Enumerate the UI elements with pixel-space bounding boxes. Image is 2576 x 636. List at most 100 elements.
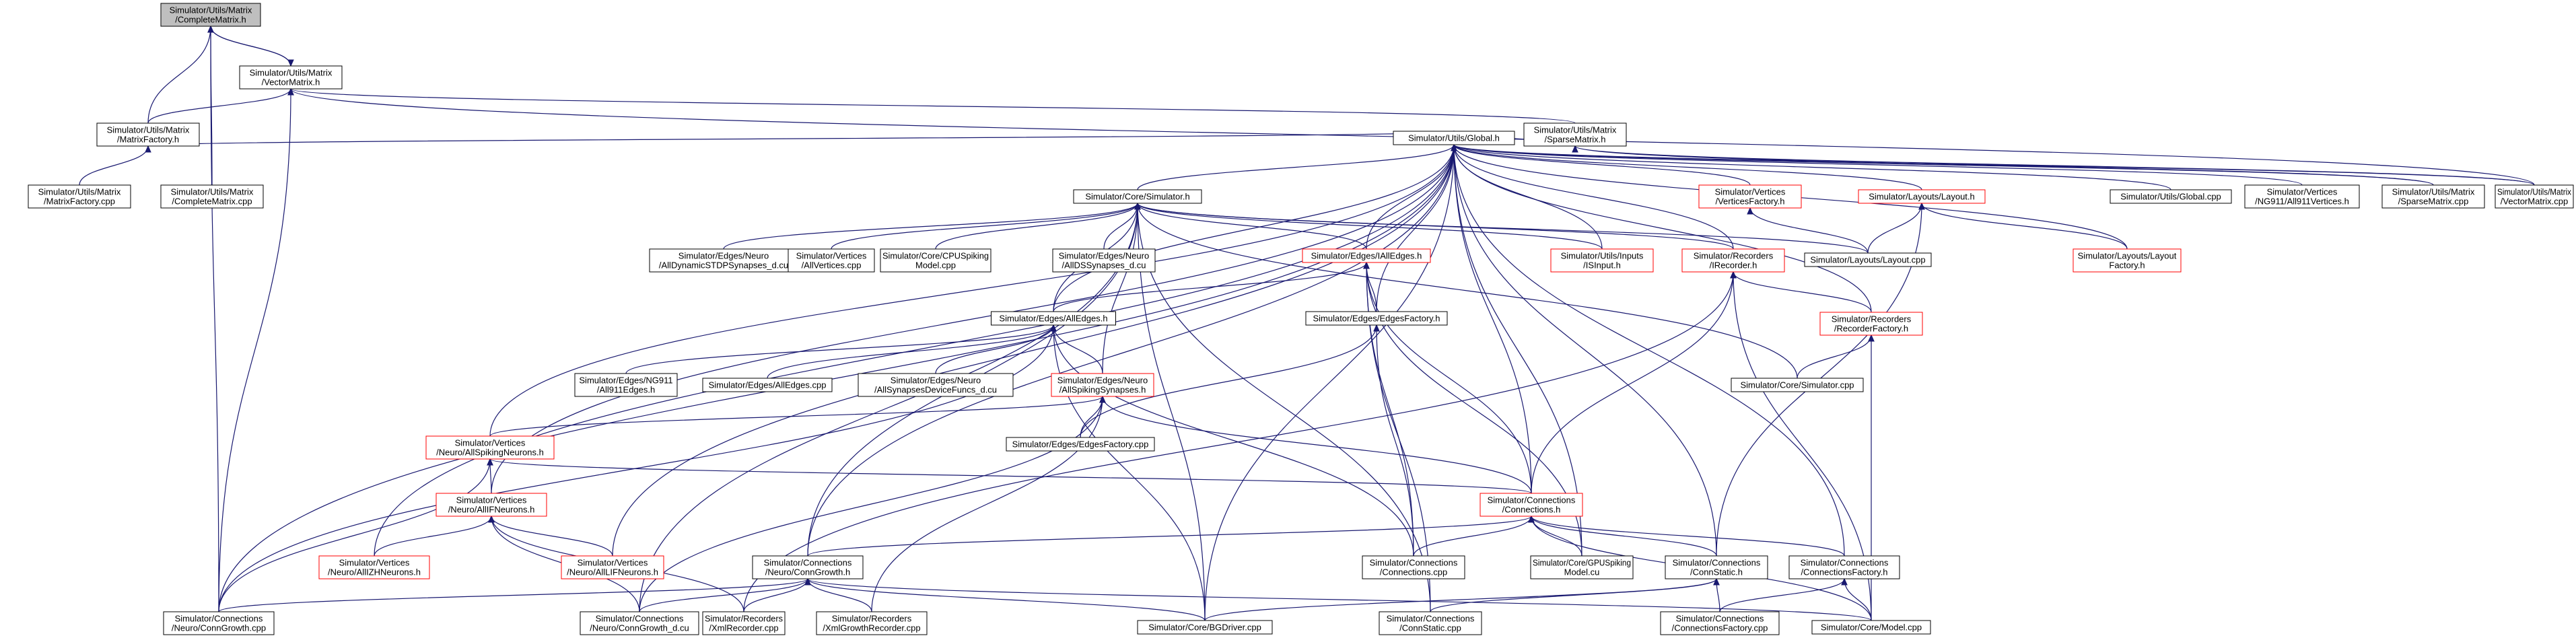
node-sim-cpp[interactable]: Simulator/Core/Simulator.cpp bbox=[1731, 378, 1864, 392]
node-bgdriver-cpp[interactable]: Simulator/Core/BGDriver.cpp bbox=[1137, 620, 1273, 635]
edge-line bbox=[489, 458, 1532, 494]
edge-line bbox=[1137, 203, 1431, 612]
edge-mfactory_h-to-complete_h bbox=[147, 25, 214, 124]
edge-line bbox=[807, 516, 1532, 557]
node-xmlrec-cpp[interactable]: Simulator/Recorders/XmlRecorder.cpp bbox=[702, 611, 786, 635]
edge-line bbox=[1719, 578, 1845, 612]
node-ng911v-cpp[interactable]: Simulator/Vertices/NG911/All911Vertices.… bbox=[2244, 184, 2360, 209]
node-allds-cu[interactable]: Simulator/Edges/Neuro/AllDSSynapses_d.cu bbox=[1052, 248, 1156, 273]
edge-arrowhead bbox=[1747, 207, 1753, 215]
node-box bbox=[1362, 555, 1465, 579]
edge-conngrowth_cu-to-simulator_h bbox=[639, 202, 1141, 612]
node-layout-cpp[interactable]: Simulator/Layouts/Layout.cpp bbox=[1804, 252, 1932, 267]
node-box bbox=[702, 378, 833, 392]
node-sparse-h[interactable]: Simulator/Utils/Matrix/SparseMatrix.h bbox=[1523, 122, 1627, 147]
node-model-cpp[interactable]: Simulator/Core/Model.cpp bbox=[1811, 620, 1931, 635]
node-conngrowth-cu[interactable]: Simulator/Connections/Neuro/ConnGrowth_d… bbox=[580, 611, 699, 635]
node-label-line: /Neuro/ConnGrowth.cpp bbox=[172, 623, 266, 633]
node-irecorder-h[interactable]: Simulator/Recorders/IRecorder.h bbox=[1681, 248, 1785, 273]
node-alledges-cpp[interactable]: Simulator/Edges/AllEdges.cpp bbox=[702, 378, 833, 392]
node-devfuncs-cu[interactable]: Simulator/Edges/Neuro/AllSynapsesDeviceF… bbox=[858, 373, 1014, 397]
node-box bbox=[788, 248, 875, 273]
edge-arrowhead bbox=[487, 458, 493, 466]
node-vector-cpp[interactable]: Simulator/Utils/Matrix/VectorMatrix.cpp bbox=[2495, 184, 2574, 209]
node-allspikingsyn-h[interactable]: Simulator/Edges/Neuro/AllSpikingSynapses… bbox=[1051, 373, 1154, 397]
node-global-cpp[interactable]: Simulator/Utils/Global.cpp bbox=[2110, 189, 2232, 204]
node-xmlgrowth-cpp[interactable]: Simulator/Recorders/XmlGrowthRecorder.cp… bbox=[816, 611, 928, 635]
node-label-line: Simulator/Recorders bbox=[1694, 251, 1774, 261]
edge-line bbox=[374, 144, 1455, 557]
node-allizh-h[interactable]: Simulator/Vertices/Neuro/AllIZHNeurons.h bbox=[318, 555, 430, 579]
edge-line bbox=[767, 324, 1054, 379]
node-label-line: Simulator/Recorders bbox=[1832, 314, 1912, 324]
node-vector-h[interactable]: Simulator/Utils/Matrix/VectorMatrix.h bbox=[239, 65, 343, 90]
node-label-line: /XmlRecorder.cpp bbox=[709, 623, 778, 633]
node-efactory-cpp[interactable]: Simulator/Edges/EdgesFactory.cpp bbox=[1006, 437, 1155, 452]
node-label-line: Simulator/Layouts/Layout.cpp bbox=[1810, 255, 1925, 265]
edge-arrowhead bbox=[1713, 577, 1720, 586]
node-label-line: Simulator/Vertices bbox=[339, 558, 410, 568]
node-box bbox=[880, 248, 991, 273]
node-label-line: /ConnStatic.cpp bbox=[1399, 623, 1461, 633]
node-cfactory-cpp[interactable]: Simulator/Connections/ConnectionsFactory… bbox=[1660, 611, 1780, 635]
node-allif-h[interactable]: Simulator/Vertices/Neuro/AllIFNeurons.h bbox=[436, 493, 547, 517]
edge-line bbox=[639, 578, 808, 612]
node-simulator-h[interactable]: Simulator/Core/Simulator.h bbox=[1073, 189, 1202, 204]
node-label-line: Simulator/Utils/Matrix bbox=[107, 125, 190, 135]
edge-connstatic_cpp-to-simulator_h bbox=[1134, 202, 1431, 612]
edge-sim_cpp-to-rfactory_h bbox=[1797, 334, 1875, 379]
edge-line bbox=[1366, 262, 1431, 612]
node-label-line: Simulator/Connections bbox=[596, 614, 684, 624]
node-box bbox=[1665, 555, 1768, 579]
node-cfactory-h[interactable]: Simulator/Connections/ConnectionsFactory… bbox=[1788, 555, 1900, 579]
node-sparse-cpp[interactable]: Simulator/Utils/Matrix/SparseMatrix.cpp bbox=[2381, 184, 2485, 209]
node-label-line: Simulator/Utils/Inputs bbox=[1561, 251, 1644, 261]
node-connstatic-h[interactable]: Simulator/Connections/ConnStatic.h bbox=[1665, 555, 1768, 579]
node-vfactory-h[interactable]: Simulator/Vertices/VerticesFactory.h bbox=[1698, 184, 1802, 209]
edge-line bbox=[1531, 516, 1582, 557]
node-box bbox=[160, 3, 261, 27]
node-mfactory-cpp[interactable]: Simulator/Utils/Matrix/MatrixFactory.cpp bbox=[28, 184, 131, 209]
node-complete-cpp[interactable]: Simulator/Utils/Matrix/CompleteMatrix.cp… bbox=[160, 184, 264, 209]
edge-model_cpp-to-conngrowth_h bbox=[804, 577, 1872, 621]
edge-line bbox=[1453, 144, 1717, 557]
edge-layout_h-to-global_h bbox=[1451, 143, 1922, 190]
node-ng911e-h[interactable]: Simulator/Edges/NG911/All911Edges.h bbox=[574, 373, 678, 397]
node-connstatic-cpp[interactable]: Simulator/Connections/ConnStatic.cpp bbox=[1379, 611, 1482, 635]
node-label-line: /CompleteMatrix.cpp bbox=[172, 197, 252, 207]
edge-line bbox=[218, 578, 808, 612]
node-box bbox=[752, 555, 864, 579]
node-label-line: Simulator/Utils/Global.cpp bbox=[2120, 192, 2221, 202]
edge-line bbox=[1103, 203, 1138, 250]
node-mfactory-h[interactable]: Simulator/Utils/Matrix/MatrixFactory.h bbox=[96, 122, 200, 147]
node-box bbox=[1480, 493, 1583, 517]
node-conngrowth-cpp[interactable]: Simulator/Connections/Neuro/ConnGrowth.c… bbox=[163, 611, 275, 635]
node-allspikingneu-h[interactable]: Simulator/Vertices/Neuro/AllSpikingNeuro… bbox=[425, 435, 555, 460]
node-label-line: /NG911/All911Vertices.h bbox=[2255, 197, 2349, 207]
node-allv-cpp[interactable]: Simulator/Vertices/AllVertices.cpp bbox=[788, 248, 875, 273]
node-efactory-h[interactable]: Simulator/Edges/EdgesFactory.h bbox=[1305, 311, 1448, 326]
node-global-h[interactable]: Simulator/Utils/Global.h bbox=[1393, 131, 1515, 145]
node-label-line: /MatrixFactory.cpp bbox=[44, 197, 115, 207]
node-alllif-h[interactable]: Simulator/Vertices/Neuro/AllLIFNeurons.h bbox=[561, 555, 664, 579]
node-dyn-cu[interactable]: Simulator/Edges/Neuro/AllDynamicSTDPSyna… bbox=[649, 248, 798, 273]
node-connections-h[interactable]: Simulator/Connections/Connections.h bbox=[1480, 493, 1583, 517]
edge-line bbox=[807, 578, 1872, 621]
node-isinput-h[interactable]: Simulator/Utils/Inputs/ISInput.h bbox=[1550, 248, 1654, 273]
node-alledges-h[interactable]: Simulator/Edges/AllEdges.h bbox=[991, 311, 1116, 326]
node-rfactory-h[interactable]: Simulator/Recorders/RecorderFactory.h bbox=[1819, 312, 1923, 336]
node-label-line: Simulator/Edges/EdgesFactory.h bbox=[1313, 314, 1440, 324]
node-iall-h[interactable]: Simulator/Edges/IAllEdges.h bbox=[1302, 248, 1431, 263]
edge-line bbox=[1574, 145, 2434, 186]
node-connections-cpp[interactable]: Simulator/Connections/Connections.cpp bbox=[1362, 555, 1465, 579]
node-conngrowth-h[interactable]: Simulator/Connections/Neuro/ConnGrowth.h bbox=[752, 555, 864, 579]
node-box bbox=[1305, 311, 1448, 326]
node-box bbox=[1660, 611, 1780, 635]
node-layout-h[interactable]: Simulator/Layouts/Layout.h bbox=[1858, 189, 1986, 204]
node-box bbox=[1819, 312, 1923, 336]
node-label-line: Simulator/Utils/Matrix bbox=[171, 187, 254, 197]
